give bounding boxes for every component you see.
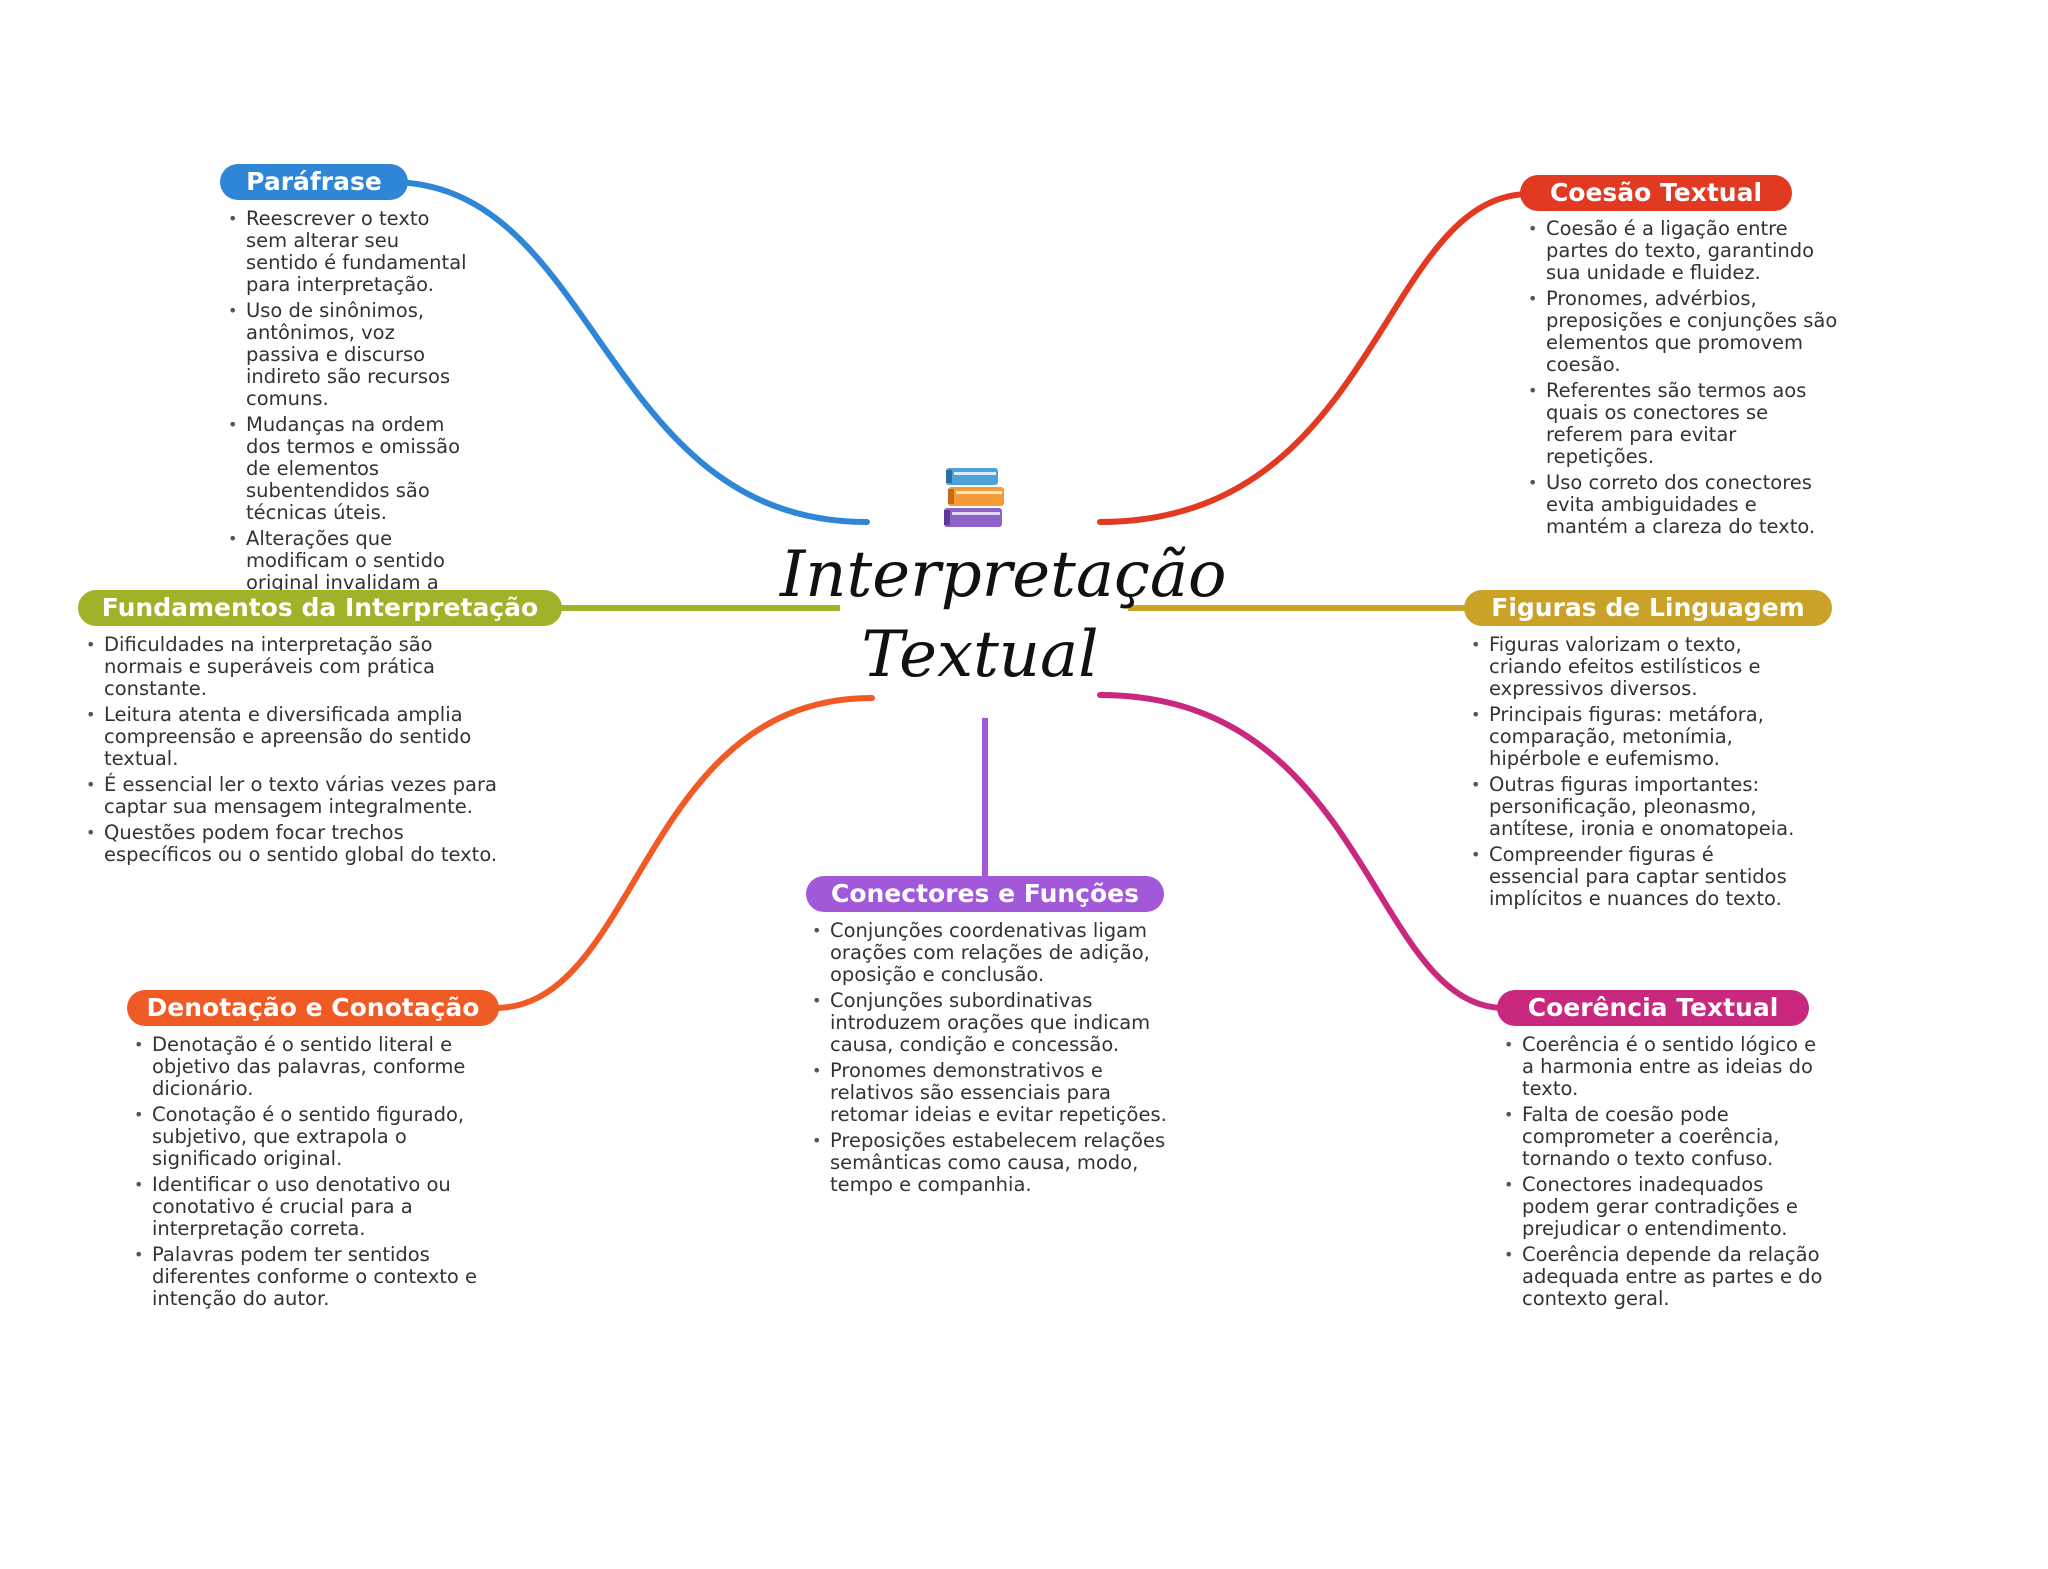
list-item: Referentes são termos aos quais os conec… (1522, 380, 1842, 468)
list-item: Figuras valorizam o texto, criando efeit… (1465, 634, 1795, 700)
list-item: Dificuldades na interpretação são normai… (80, 634, 500, 700)
list-item: Questões podem focar trechos específicos… (80, 822, 500, 866)
topic-fundamentos[interactable]: Fundamentos da Interpretação (78, 590, 562, 626)
topic-coesao[interactable]: Coesão Textual (1520, 175, 1792, 211)
topic-figuras[interactable]: Figuras de Linguagem (1464, 590, 1832, 626)
central-topic[interactable]: Interpretação Textual (780, 455, 1227, 695)
list-item: Principais figuras: metáfora, comparação… (1465, 704, 1795, 770)
topic-coerencia[interactable]: Coerência Textual (1497, 990, 1809, 1026)
connector-parafrase (387, 179, 870, 525)
list-item: Preposições estabelecem relações semânti… (806, 1130, 1186, 1196)
list-item: Compreender figuras é essencial para cap… (1465, 844, 1795, 910)
list-item: Coesão é a ligação entre partes do texto… (1522, 218, 1842, 284)
list-item: Palavras podem ter sentidos diferentes c… (128, 1244, 488, 1310)
topic-conectores[interactable]: Conectores e Funções (806, 876, 1164, 912)
fundamentos-points: Dificuldades na interpretação são normai… (80, 634, 500, 870)
list-item: Falta de coesão pode comprometer a coerê… (1498, 1104, 1828, 1170)
conectores-points: Conjunções coordenativas ligam orações c… (806, 920, 1186, 1200)
list-item: Pronomes demonstrativos e relativos são … (806, 1060, 1186, 1126)
books-icon (944, 468, 1004, 527)
list-item: Leitura atenta e diversificada amplia co… (80, 704, 500, 770)
central-title: Interpretação Textual (780, 535, 1227, 695)
list-item: Outras figuras importantes: personificaç… (1465, 774, 1795, 840)
central-title-line-1: Interpretação (780, 538, 1227, 612)
list-item: Reescrever o texto sem alterar seu senti… (222, 208, 472, 296)
topic-parafrase[interactable]: Paráfrase (220, 164, 408, 200)
list-item: Identificar o uso denotativo ou conotati… (128, 1174, 488, 1240)
list-item: Uso correto dos conectores evita ambigui… (1522, 472, 1842, 538)
list-item: Pronomes, advérbios, preposições e conju… (1522, 288, 1842, 376)
central-title-line-2: Textual (861, 618, 1099, 692)
list-item: Coerência depende da relação adequada en… (1498, 1244, 1828, 1310)
list-item: Conectores inadequados podem gerar contr… (1498, 1174, 1828, 1240)
connector-coesao (1097, 191, 1533, 525)
list-item: É essencial ler o texto várias vezes par… (80, 774, 500, 818)
coesao-points: Coesão é a ligação entre partes do texto… (1522, 218, 1842, 542)
list-item: Conjunções coordenativas ligam orações c… (806, 920, 1186, 986)
topic-denotacao[interactable]: Denotação e Conotação (127, 990, 499, 1026)
list-item: Conotação é o sentido figurado, subjetiv… (128, 1104, 488, 1170)
list-item: Conjunções subordinativas introduzem ora… (806, 990, 1186, 1056)
connector-denotacao (492, 695, 875, 1011)
coerencia-points: Coerência é o sentido lógico e a harmoni… (1498, 1034, 1828, 1314)
figuras-points: Figuras valorizam o texto, criando efeit… (1465, 634, 1795, 914)
denotacao-points: Denotação é o sentido literal e objetivo… (128, 1034, 488, 1314)
list-item: Mudanças na ordem dos termos e omissão d… (222, 414, 472, 524)
list-item: Uso de sinônimos, antônimos, voz passiva… (222, 300, 472, 410)
connector-coerencia (1097, 692, 1508, 1011)
list-item: Coerência é o sentido lógico e a harmoni… (1498, 1034, 1828, 1100)
parafrase-points: Reescrever o texto sem alterar seu senti… (222, 208, 472, 620)
list-item: Denotação é o sentido literal e objetivo… (128, 1034, 488, 1100)
